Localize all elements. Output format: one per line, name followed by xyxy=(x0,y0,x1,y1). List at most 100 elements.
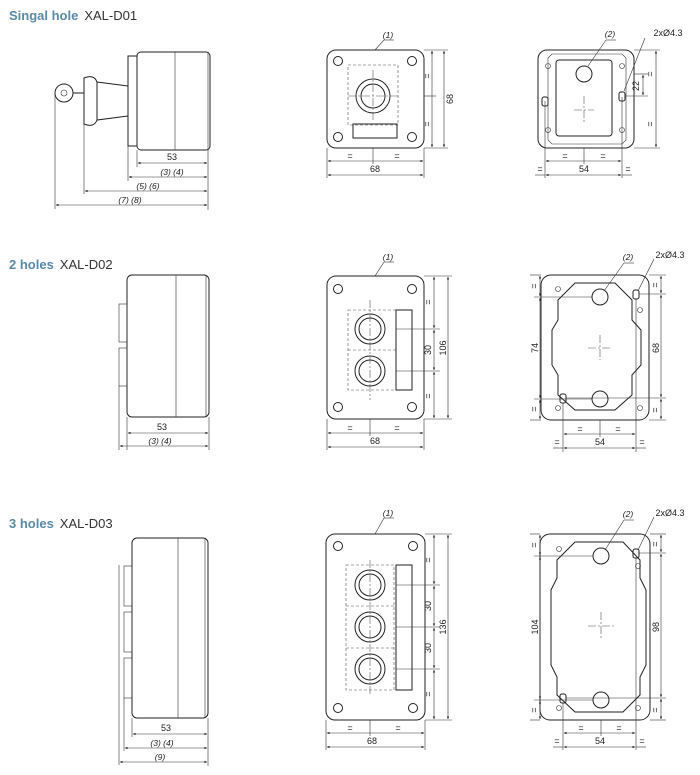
svg-text:=: = xyxy=(394,151,399,161)
svg-text:=: = xyxy=(423,393,433,398)
label-slot xyxy=(352,123,398,139)
svg-text:=: = xyxy=(394,423,399,433)
svg-text:=: = xyxy=(639,437,644,447)
svg-text:=: = xyxy=(423,691,433,696)
svg-text:=: = xyxy=(347,151,352,161)
svg-text:=: = xyxy=(347,723,352,733)
side-ref2-d01: (5) (6) xyxy=(136,181,159,191)
side-ref2-d03: (9) xyxy=(155,752,166,762)
back-width-label-d02: 54 xyxy=(595,437,605,447)
front-height-label-d02: 106 xyxy=(438,340,448,355)
side-view-d02: 53 (3) (4) xyxy=(118,274,210,450)
svg-text:=: = xyxy=(422,121,432,126)
svg-text:=: = xyxy=(529,542,539,547)
callout-2-d03: (2) xyxy=(623,509,634,519)
enclosure-side-body xyxy=(136,51,211,151)
side-ref1-d02: (3) (4) xyxy=(148,436,171,446)
front-width-label-d02: 68 xyxy=(370,436,380,446)
back-spacing-label-d01: 22 xyxy=(631,81,641,91)
svg-text:=: = xyxy=(347,423,352,433)
cable-entry-hole xyxy=(575,65,593,83)
svg-text:=: = xyxy=(645,71,655,76)
front-height-label-d01: 68 xyxy=(445,94,455,104)
front-height-label-d03: 136 xyxy=(438,619,448,634)
svg-text:=: = xyxy=(615,424,620,434)
enclosure-side-cover xyxy=(127,55,138,147)
svg-text:=: = xyxy=(645,121,655,126)
key-icon xyxy=(54,76,129,126)
callout-2-d02: (2) xyxy=(623,252,634,262)
callout-2-d01: (2) xyxy=(605,29,616,39)
holes-label-d01: 2xØ4.3 xyxy=(653,28,682,38)
svg-text:=: = xyxy=(422,73,432,78)
front-pitch2-label-d03: 30 xyxy=(423,643,433,653)
svg-text:=: = xyxy=(600,151,605,161)
front-pitch-label-d02: 30 xyxy=(423,345,433,355)
svg-text:=: = xyxy=(650,541,660,546)
cable-entry-hole xyxy=(592,547,610,565)
back-width-label-d01: 54 xyxy=(579,164,589,174)
back-inner-label-d02: 68 xyxy=(651,343,661,353)
model-code-d01: XAL-D01 xyxy=(84,8,138,23)
svg-text:=: = xyxy=(650,707,660,712)
svg-text:=: = xyxy=(537,164,542,174)
back-outer-label-d03: 104 xyxy=(530,619,540,634)
enclosure-back-outline xyxy=(537,49,635,149)
cable-entry-hole xyxy=(591,390,609,408)
model-code-d03: XAL-D03 xyxy=(59,516,113,531)
enclosure-front-outline xyxy=(326,49,425,149)
callout-1-d02: (1) xyxy=(383,252,394,262)
svg-text:=: = xyxy=(554,437,559,447)
enclosure-side-body xyxy=(126,274,210,418)
side-ref1-d03: (3) (4) xyxy=(150,738,173,748)
side-ref3-d01: (7) (8) xyxy=(118,195,141,205)
front-view-d03: (1) = 30 30 = 136 = = 68 xyxy=(325,508,452,750)
svg-text:=: = xyxy=(650,407,660,412)
svg-text:=: = xyxy=(577,424,582,434)
svg-text:=: = xyxy=(578,723,583,733)
back-outer-label-d02: 74 xyxy=(530,343,540,353)
svg-text:=: = xyxy=(616,723,621,733)
holes-label-d03: 2xØ4.3 xyxy=(655,508,684,518)
callout-1-d01: (1) xyxy=(383,30,394,40)
svg-text:=: = xyxy=(639,736,644,746)
side-width-label-d03: 53 xyxy=(161,723,171,733)
callout-1-d03: (1) xyxy=(383,508,394,518)
svg-text:=: = xyxy=(650,282,660,287)
back-width-label-d03: 54 xyxy=(595,736,605,746)
svg-text:=: = xyxy=(562,151,567,161)
label-slot xyxy=(395,564,413,691)
side-ref1-d01: (3) (4) xyxy=(160,167,183,177)
svg-text:=: = xyxy=(529,283,539,288)
svg-text:=: = xyxy=(554,736,559,746)
cable-entry-hole xyxy=(591,288,609,306)
svg-text:=: = xyxy=(423,299,433,304)
enclosure-front-outline xyxy=(326,275,425,420)
model-code-d02: XAL-D02 xyxy=(59,257,113,272)
svg-text:=: = xyxy=(529,707,539,712)
front-width-label-d01: 68 xyxy=(370,164,380,174)
svg-text:=: = xyxy=(529,406,539,411)
side-width-label-d01: 53 xyxy=(167,152,177,162)
enclosure-side-body xyxy=(131,537,209,719)
side-view-d01: 53 (3) (4) (5) (6) (7) (8) xyxy=(54,51,211,210)
back-inner-label-d03: 98 xyxy=(651,622,661,632)
front-view-d02: (1) = 30 = 106 = = 68 xyxy=(326,252,452,450)
side-view-d03: 53 (3) (4) (9) xyxy=(118,537,209,766)
svg-text:=: = xyxy=(625,164,630,174)
label-slot xyxy=(395,309,413,391)
back-view-d02: (2) 2xØ4.3 = = 74 = = 68 = = = xyxy=(529,250,685,452)
back-view-d03: (2) 2xØ4.3 = = 104 = = 98 = = = xyxy=(529,508,685,750)
front-view-d01: (1) = = 68 = = 68 xyxy=(326,30,455,178)
holes-label-d02: 2xØ4.3 xyxy=(655,250,684,260)
cable-entry-hole xyxy=(592,691,610,709)
svg-text:=: = xyxy=(423,557,433,562)
back-view-d01: (2) 2xØ4.3 22 = = = = = = 54 xyxy=(535,28,683,178)
svg-text:=: = xyxy=(395,723,400,733)
front-pitch1-label-d03: 30 xyxy=(423,601,433,611)
front-width-label-d03: 68 xyxy=(367,736,377,746)
